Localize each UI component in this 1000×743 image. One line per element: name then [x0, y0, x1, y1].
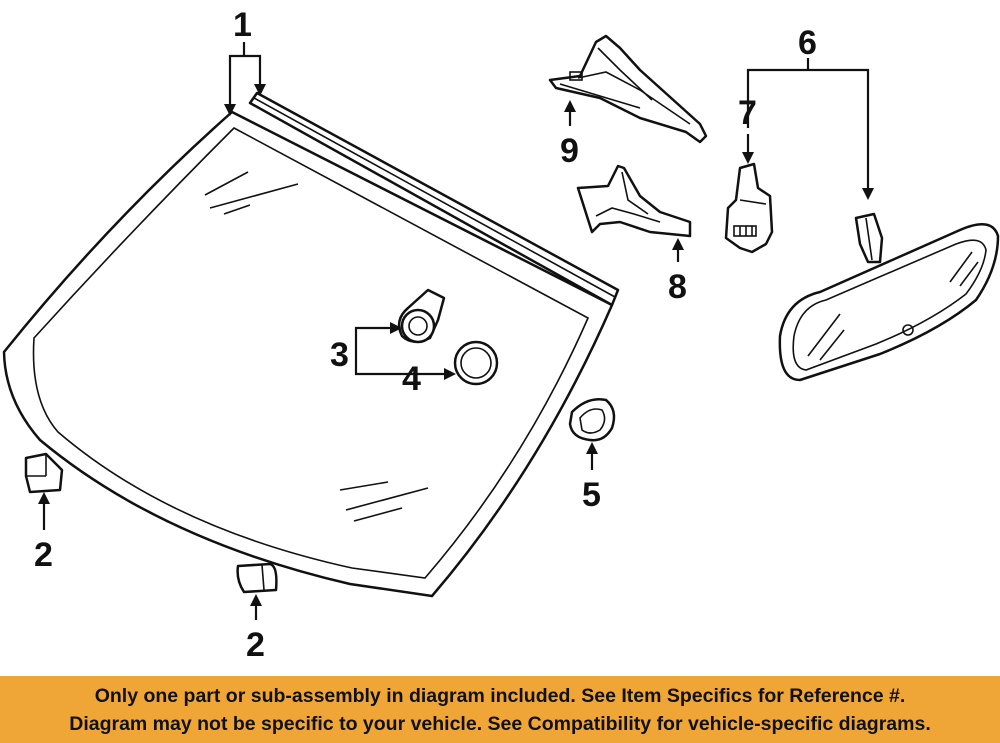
callout-2-bottom: 2	[246, 626, 265, 664]
callout-6: 6	[798, 24, 817, 62]
spacer-block	[236, 562, 278, 594]
spacer-block	[24, 452, 64, 494]
callout-1: 1	[233, 6, 252, 44]
callout-7: 7	[738, 94, 757, 132]
cowl-panel	[548, 34, 708, 144]
callout-5: 5	[582, 476, 601, 514]
disclaimer-line-2: Diagram may not be specific to your vehi…	[69, 712, 931, 735]
callout-8: 8	[668, 268, 687, 306]
mounting-bracket	[568, 398, 616, 442]
callout-2-left: 2	[34, 536, 53, 574]
wiring-harness	[724, 162, 774, 254]
disclaimer-line-1: Only one part or sub-assembly in diagram…	[94, 684, 906, 707]
rear-view-mirror	[778, 212, 1000, 382]
parts-diagram: 1 2 2 3 4 5 6 7 8 9	[2, 6, 1000, 664]
rain-sensor	[397, 288, 446, 344]
windshield-glass	[2, 110, 614, 598]
callout-9: 9	[560, 132, 579, 170]
sensor-gel-pad	[453, 340, 499, 386]
callout-3: 3	[330, 336, 349, 374]
callout-4: 4	[402, 360, 421, 398]
mirror-cover	[576, 164, 692, 238]
reveal-molding	[248, 91, 620, 307]
disclaimer-banner: Only one part or sub-assembly in diagram…	[0, 676, 1000, 743]
leader-lines	[38, 42, 874, 620]
